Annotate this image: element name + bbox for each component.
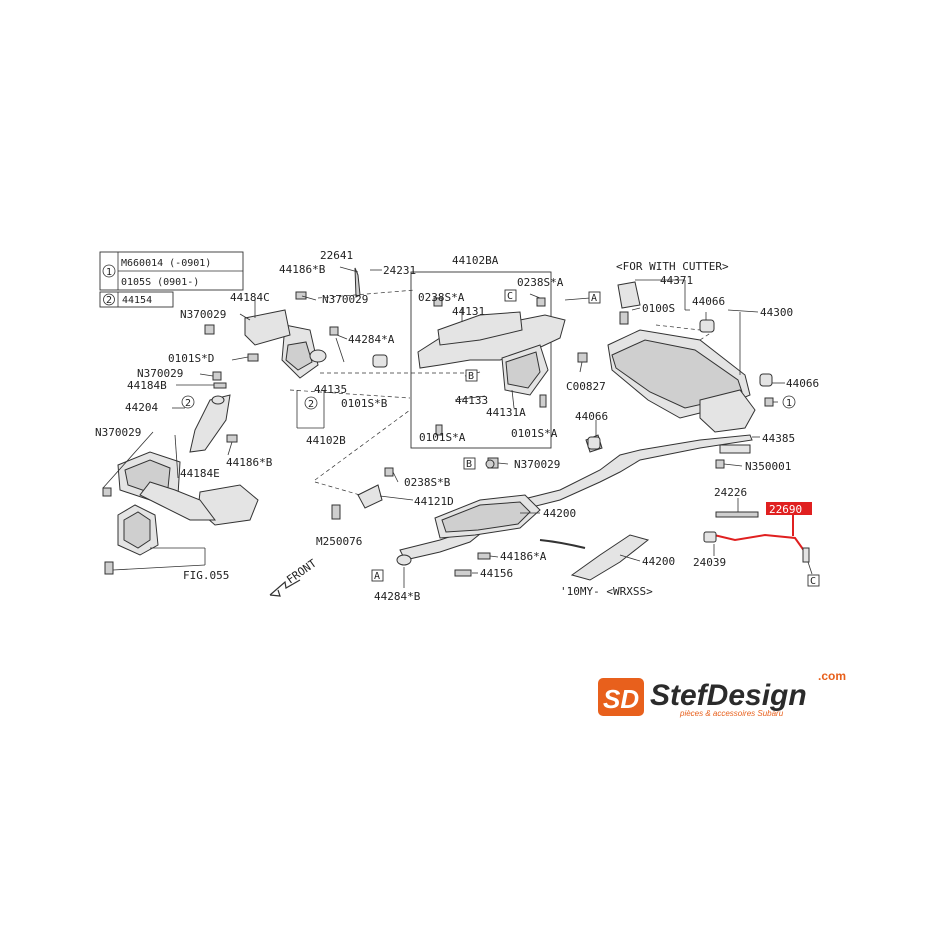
rear-muffler-assembly [587, 279, 785, 469]
legend-row1-b: 0105S (0901-) [121, 277, 199, 288]
label-44186b-top: 44186*B [279, 263, 326, 276]
label-44284b: 44284*B [374, 590, 421, 603]
label-44066-c: 44066 [575, 410, 608, 423]
highlight-22690-box [766, 502, 812, 515]
label-44300: 44300 [760, 306, 793, 319]
label-0100s: 0100S [642, 302, 675, 315]
label-44204: 44204 [125, 401, 158, 414]
label-44184e: 44184E [180, 467, 220, 480]
ref-b-1: B [468, 371, 474, 382]
legend-row1-number: 1 [106, 267, 112, 278]
ref-b-2: B [466, 459, 472, 470]
label-n350001: N350001 [745, 460, 791, 473]
logo-tagline: pièces & accessoires Subaru [679, 709, 784, 718]
label-44102b: 44102B [306, 434, 346, 447]
label-0238sa-right: 0238S*A [517, 276, 564, 289]
legend-row2-a: 44154 [122, 295, 152, 306]
label-m250076: M250076 [316, 535, 362, 548]
label-for-with-cutter: <FOR WITH CUTTER> [616, 260, 729, 273]
label-44133: 44133 [455, 394, 488, 407]
logo-mark: SD [603, 684, 639, 714]
label-44186b-mid: 44186*B [226, 456, 273, 469]
label-44184c: 44184C [230, 291, 270, 304]
label-44131: 44131 [452, 305, 485, 318]
legend-table: 1 M660014 (-0901) 0105S (0901-) 2 44154 [99, 251, 244, 308]
label-24039: 24039 [693, 556, 726, 569]
label-n370029-d: N370029 [137, 367, 183, 380]
label-0101sa-left: 0101S*A [419, 431, 466, 444]
stefdesign-logo: SD StefDesign .com pièces & accessoires … [598, 669, 846, 718]
front-pipe-assembly [102, 267, 388, 575]
label-n370029-b: N370029 [180, 308, 226, 321]
label-44066-a: 44066 [692, 295, 725, 308]
label-22641: 22641 [320, 249, 353, 262]
label-44284a: 44284*A [348, 333, 395, 346]
callout-1: 1 [786, 398, 792, 409]
callout-2b: 2 [308, 399, 314, 410]
label-n370029-f: N370029 [514, 458, 560, 471]
label-44385: 44385 [762, 432, 795, 445]
leader-lines-left [102, 266, 468, 571]
front-arrow [269, 579, 301, 597]
legend-row1-a: M660014 (-0901) [121, 258, 211, 269]
legend-row2-number: 2 [106, 295, 112, 306]
label-44121d: 44121D [414, 495, 454, 508]
label-c00827: C00827 [566, 380, 606, 393]
sensor-22690-wire [713, 533, 806, 553]
label-0238sb: 0238S*B [404, 476, 451, 489]
ref-c-2: C [810, 576, 816, 587]
rear-pipe-assembly [314, 420, 753, 588]
label-44135: 44135 [314, 383, 347, 396]
logo-tld: .com [818, 669, 846, 683]
label-44156: 44156 [480, 567, 513, 580]
label-fig055: FIG.055 [183, 569, 229, 582]
logo-name: StefDesign [650, 679, 807, 712]
ref-c-1: C [507, 291, 513, 302]
o2-sensor-area [703, 498, 813, 575]
label-44200-b: 44200 [642, 555, 675, 568]
ref-a-1: A [591, 293, 597, 304]
label-44184b: 44184B [127, 379, 167, 392]
label-24231: 24231 [383, 264, 416, 277]
label-44131a: 44131A [486, 406, 526, 419]
label-44066-b: 44066 [786, 377, 819, 390]
label-44102ba: 44102BA [452, 254, 499, 267]
part-labels: 22641 24231 44186*B 44184C N370029 N3700… [95, 249, 819, 603]
label-n370029-a: N370029 [322, 293, 368, 306]
label-22690-highlight[interactable]: 22690 [769, 503, 802, 516]
label-0101sd: 0101S*D [168, 352, 214, 365]
label-10my-wrxss: '10MY- <WRXSS> [560, 585, 653, 598]
label-0101sb: 0101S*B [341, 397, 388, 410]
label-front: FRONT [284, 557, 319, 587]
label-44200: 44200 [543, 507, 576, 520]
label-n370029-e: N370029 [95, 426, 141, 439]
label-0238sa-left: 0238S*A [418, 291, 465, 304]
callout-2a: 2 [185, 398, 191, 409]
logo-mark-bg [598, 678, 644, 716]
label-24226: 24226 [714, 486, 747, 499]
ref-a-2: A [374, 571, 380, 582]
label-0101sa-right: 0101S*A [511, 427, 558, 440]
reference-markers: C A B B A C [371, 289, 820, 587]
center-pipe-box [410, 271, 591, 449]
label-44186a: 44186*A [500, 550, 547, 563]
label-44371: 44371 [660, 274, 693, 287]
